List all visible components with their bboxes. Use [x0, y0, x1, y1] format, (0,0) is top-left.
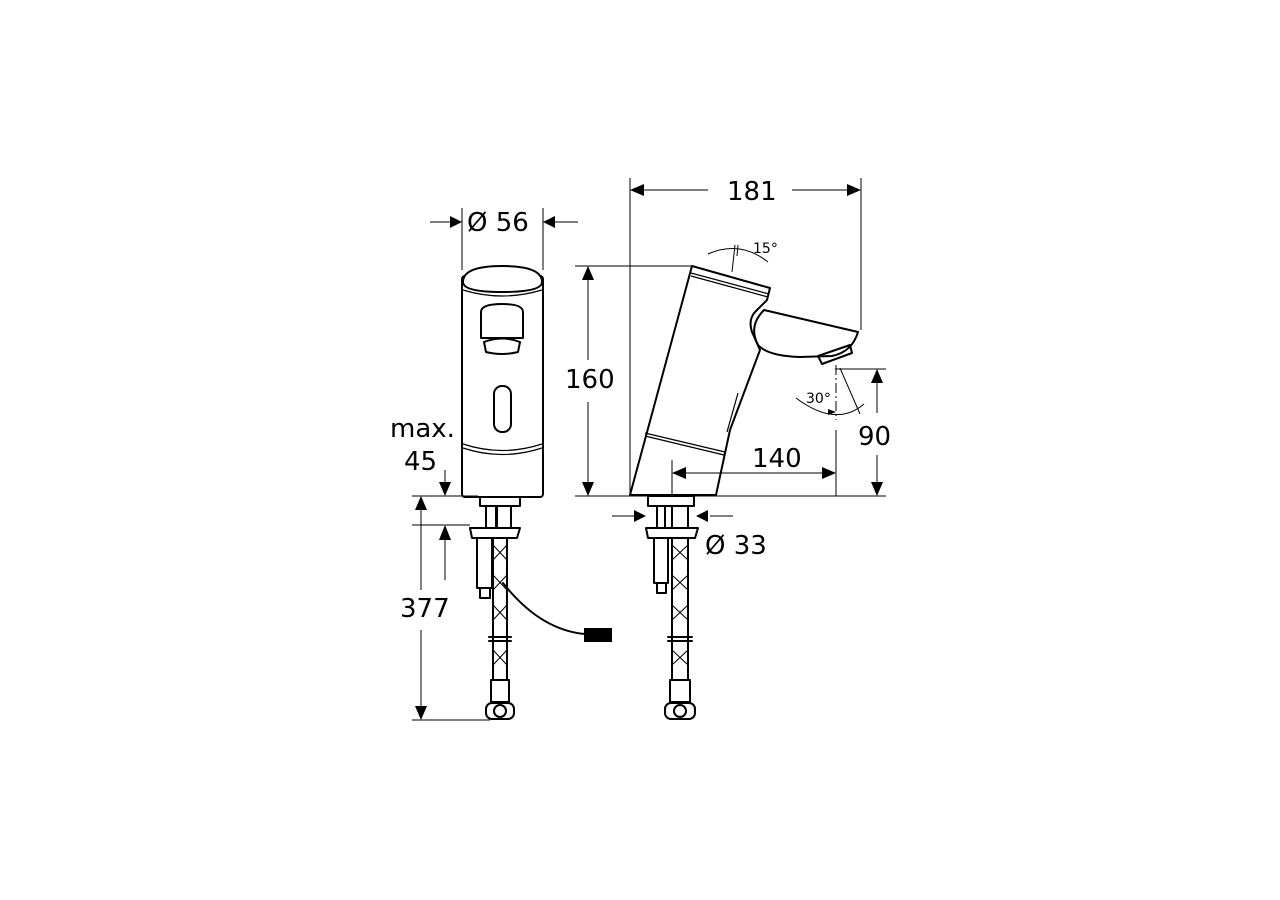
dimension-hose-length: 377: [400, 496, 490, 721]
mounting-assembly-side: [645, 495, 699, 720]
label-base-diameter: Ø 33: [705, 531, 767, 561]
label-body-diameter: Ø 56: [467, 208, 529, 238]
label-hose-length: 377: [400, 594, 450, 624]
dimension-spout-height: 90: [630, 368, 891, 497]
dimension-total-reach: 181: [629, 177, 862, 496]
sensor-cable: [502, 582, 586, 635]
label-top-tilt-angle: 15°: [753, 241, 778, 257]
dimension-body-diameter: Ø 56: [430, 208, 578, 270]
side-view: 181 160 15°: [565, 177, 891, 720]
dimension-max-thickness: max. 45: [390, 414, 478, 580]
label-max: max.: [390, 414, 455, 444]
front-view: Ø 56: [390, 208, 612, 721]
aerator: [817, 344, 853, 365]
indicator-slot: [493, 385, 512, 433]
mounting-assembly-front: [469, 496, 612, 720]
dimension-height: 160: [565, 265, 692, 497]
label-spout-height: 90: [858, 422, 891, 452]
dimension-spout-projection: 140: [671, 444, 836, 496]
label-spout-projection: 140: [752, 444, 802, 474]
label-height: 160: [565, 365, 615, 395]
label-total-reach: 181: [727, 177, 777, 207]
spout: [753, 309, 859, 358]
faucet-body-front: [461, 265, 544, 498]
label-spray-angle: 30°: [806, 391, 831, 407]
angle-top-tilt: 15°: [707, 241, 778, 273]
faucet-body-side: [629, 265, 859, 496]
sensor-window: [480, 303, 524, 339]
angle-spray: 30°: [795, 365, 865, 420]
label-max-thickness: 45: [404, 447, 437, 477]
dimension-base-diameter: Ø 33: [612, 510, 767, 561]
cable-connector: [584, 628, 612, 642]
